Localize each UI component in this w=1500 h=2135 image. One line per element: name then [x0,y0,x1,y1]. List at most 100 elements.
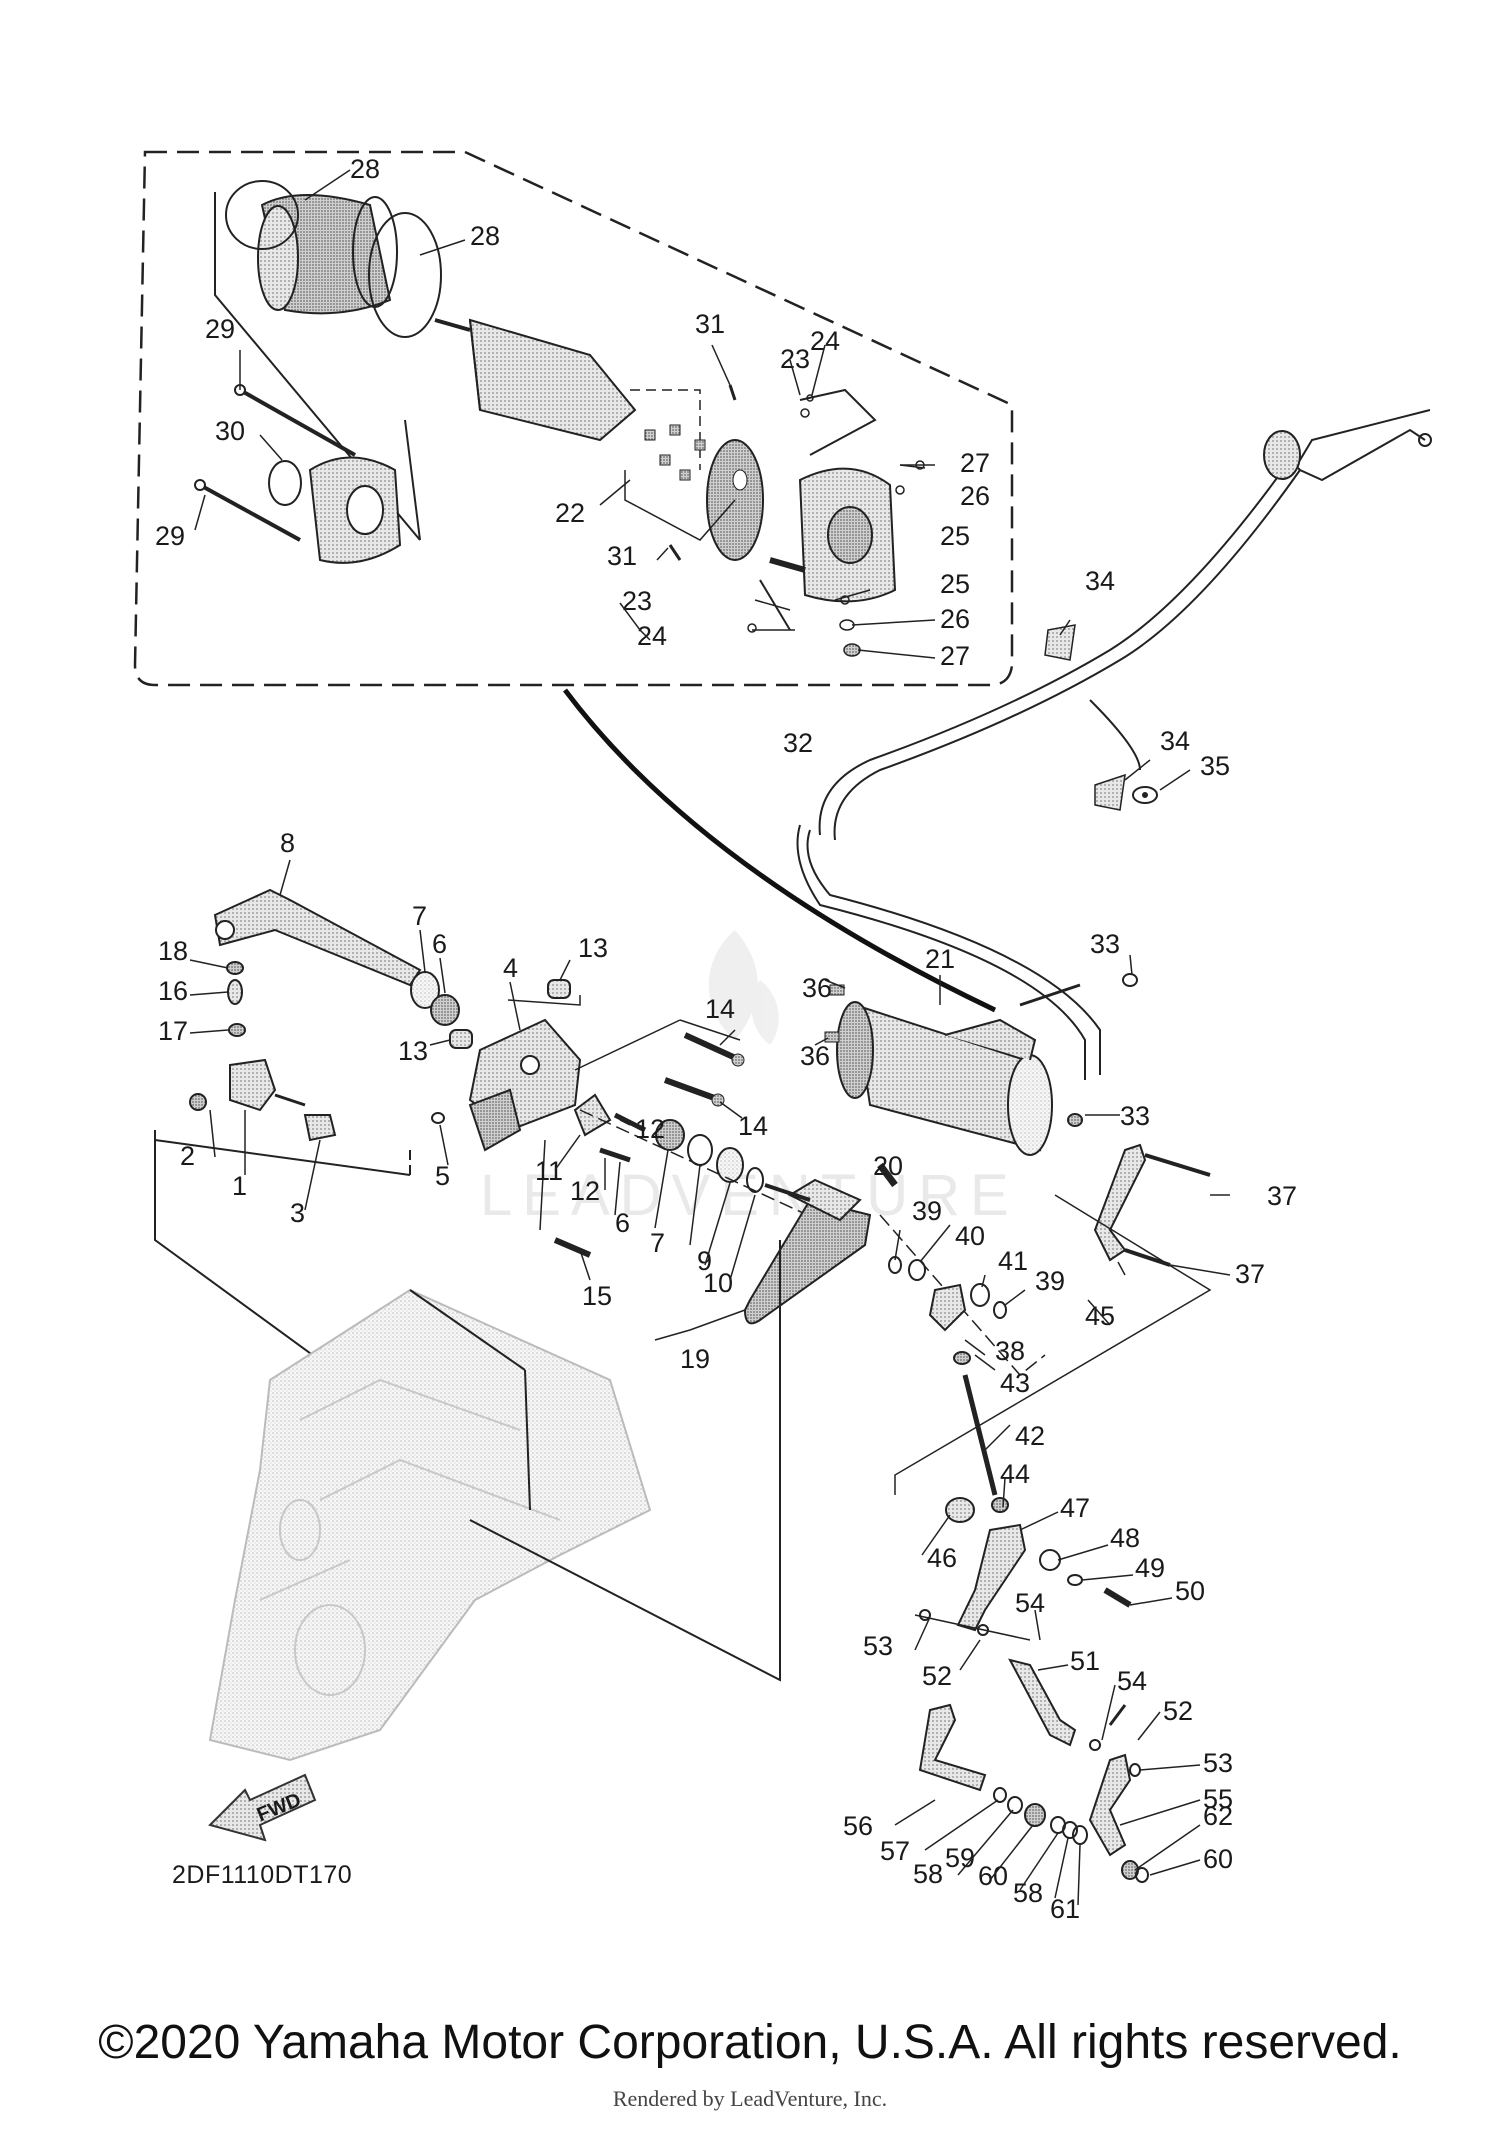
through-bolt-29-b [199,483,301,542]
o-ring-28-a [225,180,299,250]
bolt-12-b [599,1147,631,1163]
callout: 36 [800,1041,830,1071]
callout: 34 [1160,726,1190,756]
callout: 37 [1235,1259,1265,1289]
callout: 10 [703,1268,733,1298]
callout: 35 [1200,751,1230,781]
callout: 14 [738,1111,768,1141]
joint-38 [928,1283,967,1332]
shift-arm-8 [213,888,422,987]
callout: 17 [158,1016,188,1046]
callout: 58 [913,1859,943,1889]
callout: 34 [1085,566,1115,596]
callout: 16 [158,976,188,1006]
callout: 8 [280,828,295,858]
callout: 52 [922,1661,952,1691]
washer-59 [1024,1803,1046,1827]
armature [434,318,637,442]
callout: 61 [1050,1894,1080,1924]
washer-48 [1039,1549,1061,1571]
bolt-36-b [824,1031,840,1043]
callout: 54 [1117,1666,1147,1696]
callout: 6 [615,1208,630,1238]
bushing-6-a [430,994,460,1026]
fwd-arrow-icon: FWD [208,1773,317,1842]
callout: 25 [940,569,970,599]
callout: 19 [680,1344,710,1374]
callout: 29 [155,521,185,551]
callout: 52 [1163,1696,1193,1726]
clip-10 [746,1167,764,1193]
leader-lines [189,169,1231,1906]
clip-53-b [1129,1763,1141,1777]
callout-labels: 1 2 3 4 5 6 6 7 7 8 9 10 11 12 12 13 13 … [155,154,1297,1924]
shift-rod-42 [962,1374,998,1496]
clip-52-a [977,1624,989,1636]
callout: 31 [607,541,637,571]
callout: 31 [695,309,725,339]
callout: 58 [1013,1878,1043,1908]
clip-49 [1067,1574,1083,1586]
cable-clamp-34-a [1044,624,1076,661]
callout: 13 [398,1036,428,1066]
callout: 20 [873,1151,903,1181]
callout: 60 [1203,1844,1233,1874]
starter-yoke [257,194,398,315]
arm-55 [1088,1753,1132,1857]
callout: 41 [998,1246,1028,1276]
nut-43 [953,1351,971,1365]
callout: 28 [470,221,500,251]
rod-51 [1008,1658,1077,1747]
callout: 42 [1015,1421,1045,1451]
through-bolt-29-a [239,388,356,457]
starter-motor-21 [836,983,1081,1156]
nut-17 [228,1023,246,1037]
o-ring-30 [268,460,302,506]
clip-53-a [919,1609,931,1621]
callout: 14 [705,994,735,1024]
watermark-text: LEADVENTURE [480,1163,1019,1228]
callout: 21 [925,944,955,974]
shift-arm-56 [918,1703,987,1792]
bolt-14-a [683,1032,745,1067]
callout: 12 [635,1114,665,1144]
callout: 37 [1267,1181,1297,1211]
callout: 53 [1203,1748,1233,1778]
callout: 12 [570,1176,600,1206]
callout: 59 [945,1843,975,1873]
callout: 4 [503,953,518,983]
callout: 43 [1000,1368,1030,1398]
rear-cover [769,467,897,603]
ring-61 [1072,1825,1088,1845]
nut-33-a [1122,973,1138,987]
joint-3 [303,1114,337,1142]
collar-16 [227,979,243,1005]
bolt-14-b [663,1077,725,1107]
callout: 28 [350,154,380,184]
copyright-notice: ©2020 Yamaha Motor Corporation, U.S.A. A… [98,2016,1402,2069]
callout: 55 [1203,1784,1233,1814]
washer-7-b [687,1134,713,1166]
callout: 26 [960,481,990,511]
callout: 29 [205,314,235,344]
callout: 47 [1060,1493,1090,1523]
callout: 25 [940,521,970,551]
callout: 40 [955,1221,985,1251]
callout: 24 [637,621,667,651]
callout: 33 [1090,929,1120,959]
callout: 27 [940,641,970,671]
callout: 22 [555,498,585,528]
callout: 11 [535,1156,563,1186]
bushing-13-b [449,1029,473,1049]
brush-holder-set [630,389,764,561]
clip-57 [993,1787,1007,1803]
bushing-41 [970,1283,990,1307]
callout: 2 [180,1141,195,1171]
callout: 45 [1085,1301,1115,1331]
callout: 46 [927,1543,957,1573]
callout: 24 [810,326,840,356]
callout: 26 [940,604,970,634]
callout: 48 [1110,1523,1140,1553]
nut-18 [226,961,244,975]
callout: 32 [783,728,813,758]
